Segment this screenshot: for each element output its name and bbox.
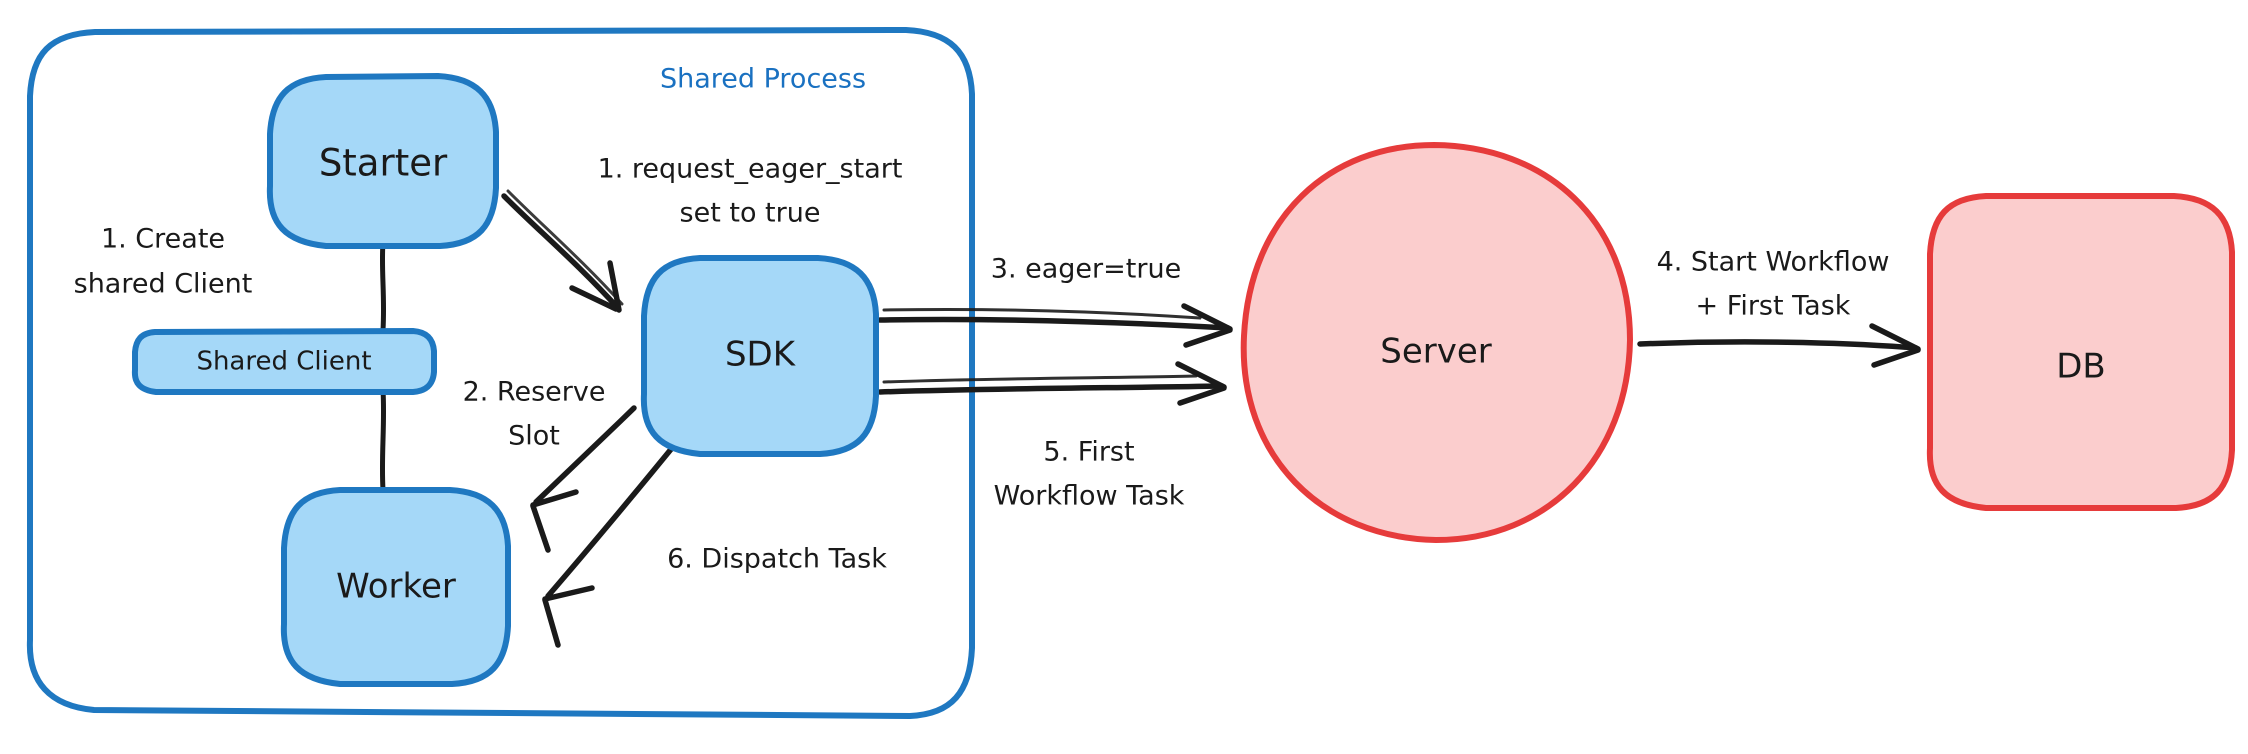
- node-server-label: Server: [1380, 332, 1492, 372]
- edge-label-reserve-slot: 2. Reserve Slot: [463, 377, 606, 452]
- node-sdk-shape: [640, 255, 879, 457]
- edge-label-create-shared-client: 1. Create shared Client: [74, 224, 253, 300]
- edge-label-request-eager-start-line1: 1. request_eager_start: [598, 154, 903, 185]
- edge-label-dispatch-task-line1: 6. Dispatch Task: [667, 544, 887, 575]
- node-db-label: DB: [2056, 347, 2106, 387]
- node-starter[interactable]: Starter: [266, 73, 499, 249]
- edge-label-start-workflow: 4. Start Workflow + First Task: [1657, 247, 1890, 322]
- edge-label-create-shared-client-line2: shared Client: [74, 269, 253, 300]
- edge-label-reserve-slot-line1: 2. Reserve: [463, 377, 606, 408]
- edge-label-eager-true-line1: 3. eager=true: [991, 254, 1181, 285]
- arrow-reserve-slot: [530, 405, 637, 553]
- edge-label-start-workflow-line1: 4. Start Workflow: [1657, 247, 1890, 278]
- edge-label-dispatch-task: 6. Dispatch Task: [667, 544, 887, 575]
- connector-shared-client-worker: [379, 387, 387, 493]
- edge-label-first-workflow-task-line2: Workflow Task: [994, 481, 1185, 512]
- edge-label-start-workflow-line2: + First Task: [1696, 291, 1851, 322]
- group-shared-process-border: [26, 27, 975, 719]
- node-shared-client-label: Shared Client: [196, 347, 371, 377]
- node-starter-label: Starter: [319, 142, 448, 185]
- edge-label-create-shared-client-line1: 1. Create: [101, 224, 225, 255]
- group-shared-process: Shared Process: [26, 27, 975, 719]
- node-db[interactable]: DB: [1926, 193, 2235, 511]
- edge-label-eager-true: 3. eager=true: [991, 254, 1181, 285]
- connector-starter-shared-client: [379, 239, 387, 333]
- edge-label-first-workflow-task-line1: 5. First: [1043, 437, 1134, 468]
- node-server-shape: [1240, 142, 1633, 543]
- edge-label-request-eager-start-line2: set to true: [680, 198, 821, 229]
- arrow-start-workflow: [1637, 323, 1921, 368]
- node-sdk[interactable]: SDK: [640, 255, 879, 457]
- arrow-first-workflow-task: [877, 361, 1227, 406]
- arrow-request-eager-start: [501, 189, 624, 313]
- node-shared-client-shape: [131, 328, 437, 395]
- node-starter-shape: [266, 73, 499, 249]
- arrow-eager-true: [877, 303, 1233, 348]
- node-worker-label: Worker: [336, 567, 456, 607]
- edge-label-request-eager-start: 1. request_eager_start set to true: [598, 154, 903, 229]
- arrow-dispatch-task: [542, 445, 675, 648]
- node-db-shape: [1926, 193, 2235, 511]
- node-worker[interactable]: Worker: [280, 487, 511, 687]
- node-server[interactable]: Server: [1240, 142, 1633, 543]
- group-shared-process-label: Shared Process: [660, 64, 866, 95]
- edge-label-first-workflow-task: 5. First Workflow Task: [994, 437, 1185, 512]
- node-shared-client[interactable]: Shared Client: [131, 328, 437, 395]
- edge-label-reserve-slot-line2: Slot: [508, 421, 560, 452]
- node-sdk-label: SDK: [725, 335, 797, 375]
- node-worker-shape: [280, 487, 511, 687]
